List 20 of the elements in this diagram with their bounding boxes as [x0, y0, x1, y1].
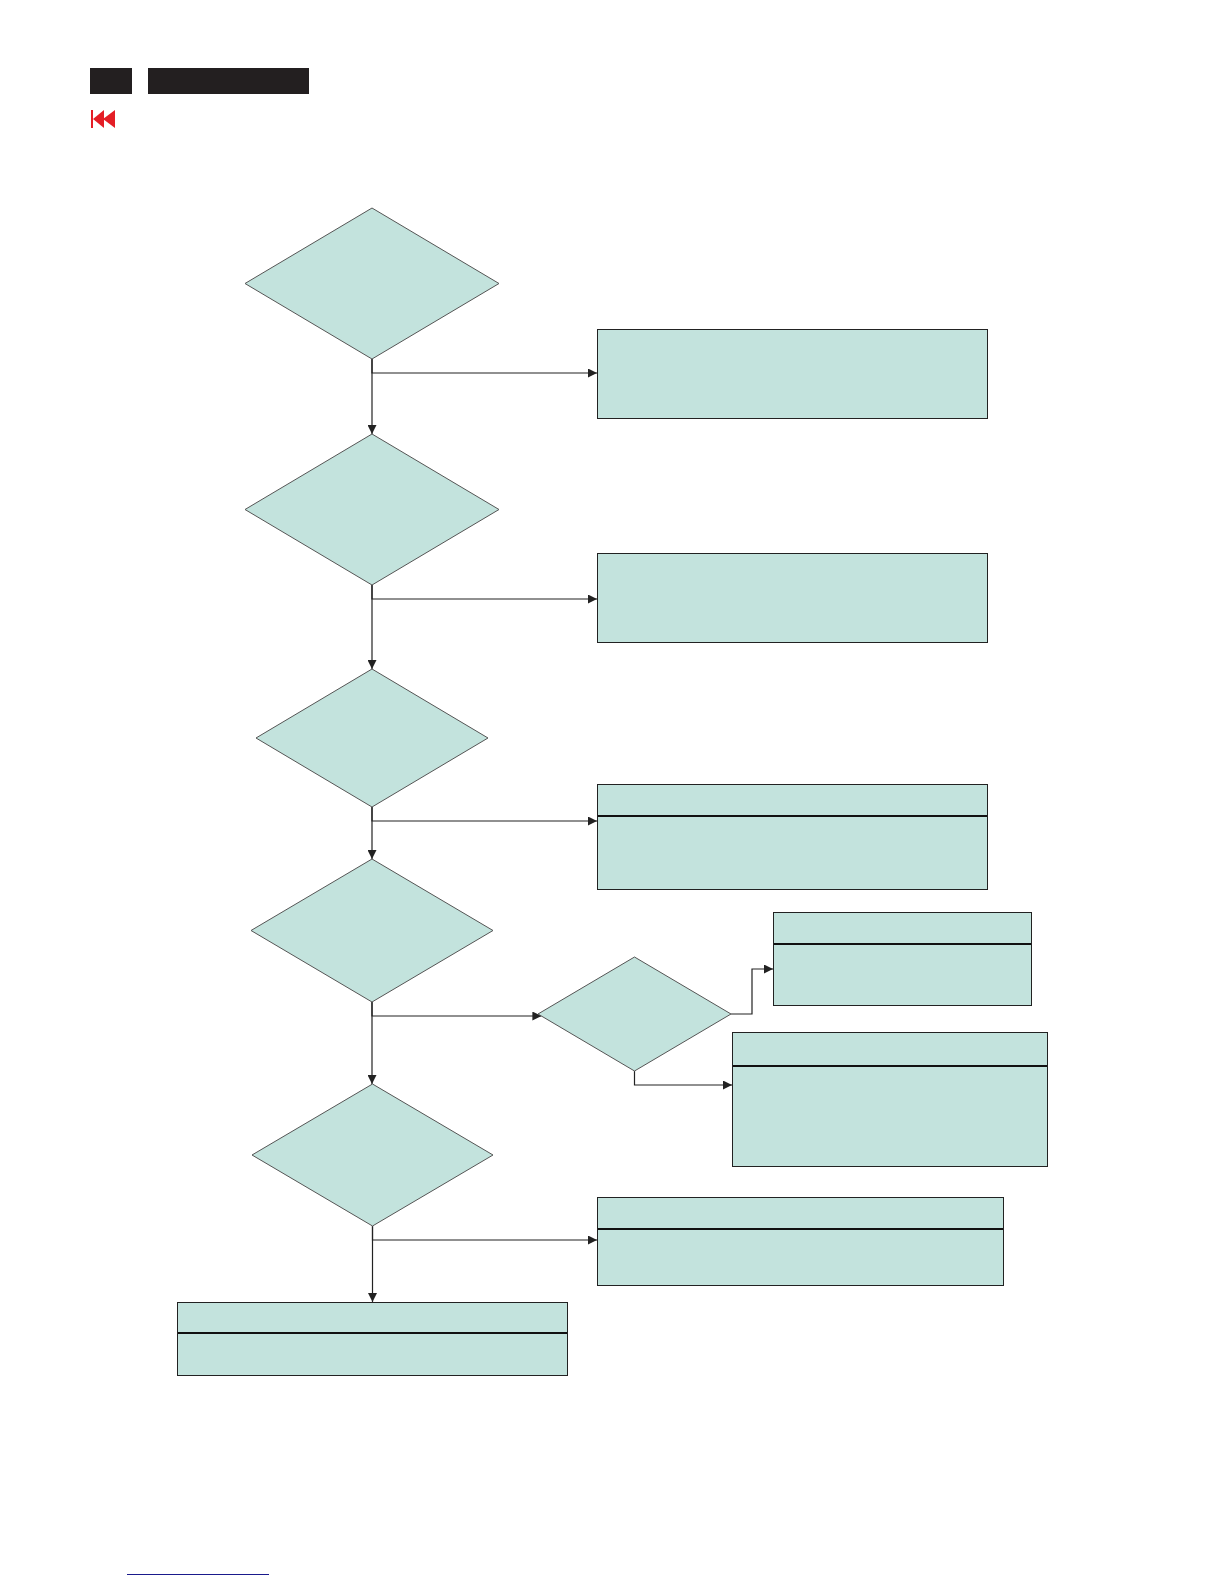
decision-diamond [252, 1084, 493, 1226]
arrow [368, 1225, 377, 1303]
process-box [597, 784, 988, 890]
arrow [367, 584, 377, 670]
decision-diamond [538, 957, 731, 1071]
decision-diamond [251, 859, 493, 1002]
arrow [367, 806, 377, 860]
arrow [730, 964, 774, 1015]
process-box [773, 912, 1032, 1006]
decision-diamond [256, 669, 488, 807]
arrow [367, 1001, 377, 1085]
decision-diamond [245, 208, 499, 359]
process-box [597, 329, 988, 419]
arrow [367, 358, 377, 435]
process-box [597, 553, 988, 643]
arrow [633, 1070, 733, 1090]
process-box [732, 1032, 1048, 1167]
process-box [597, 1197, 1004, 1286]
process-box [177, 1302, 568, 1376]
decision-diamond [245, 434, 499, 585]
